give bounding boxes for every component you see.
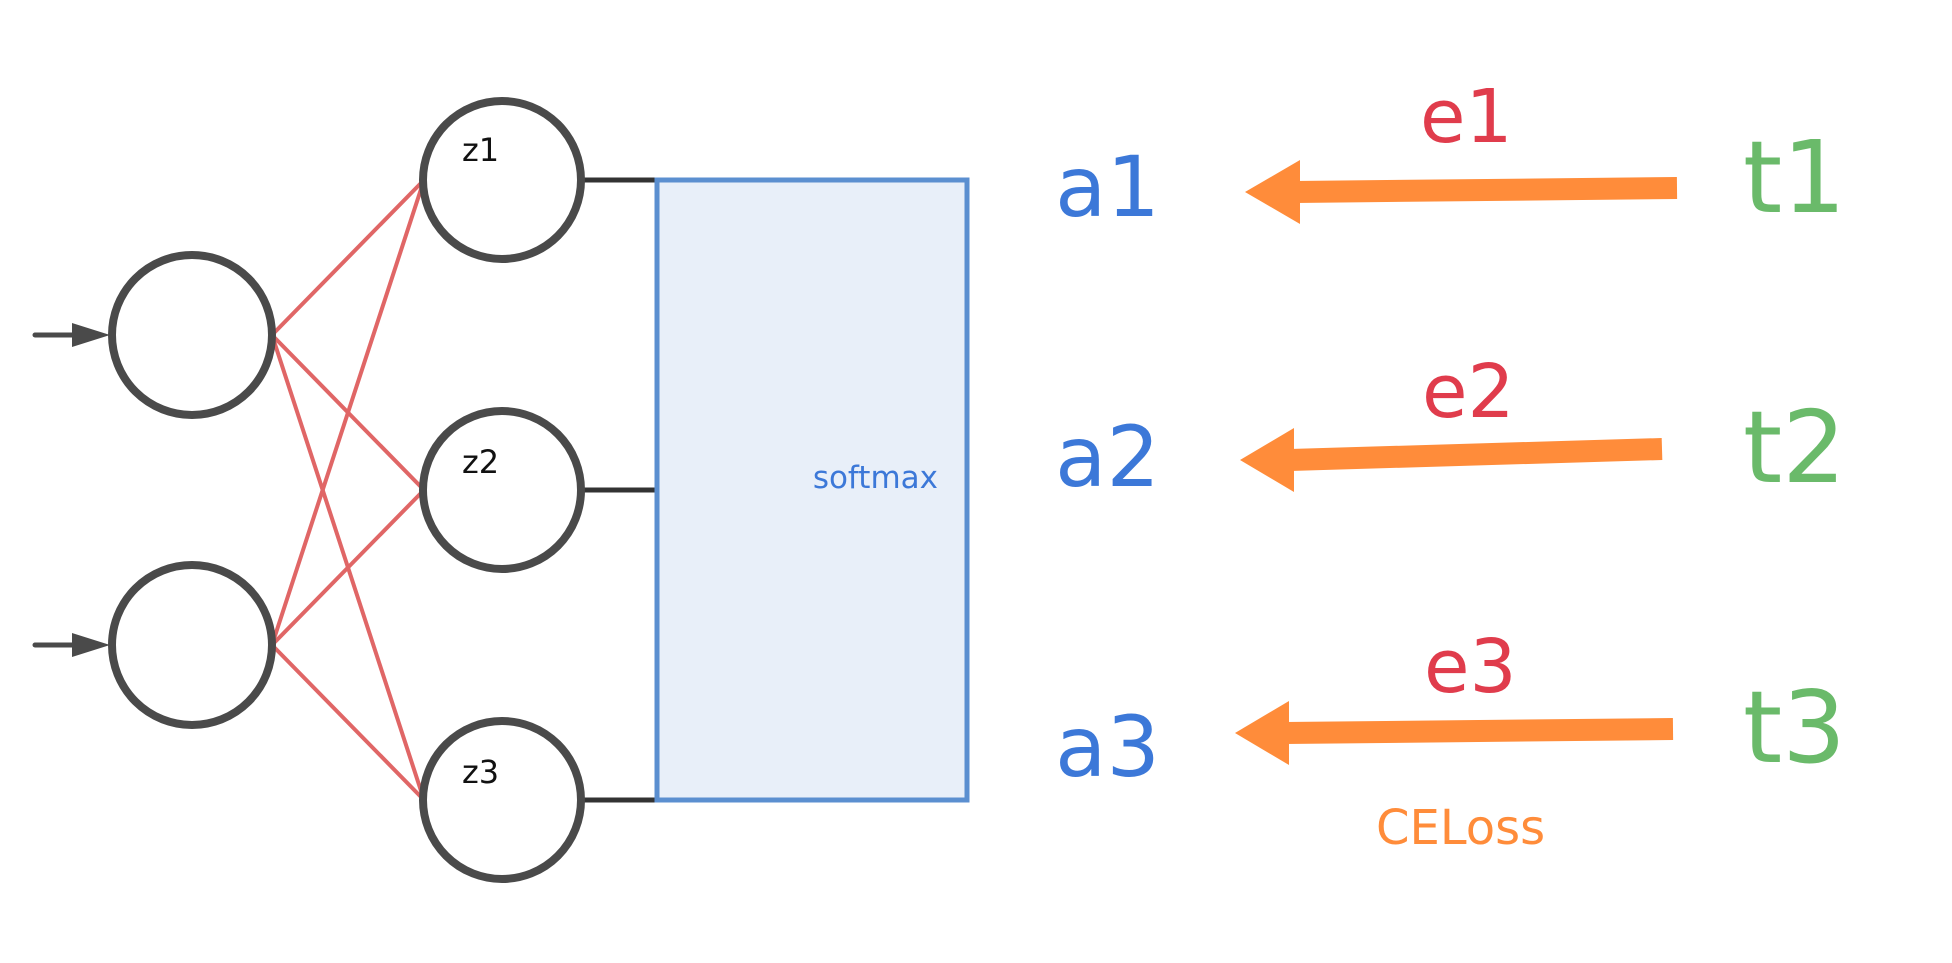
hidden-neuron-z2: z2 xyxy=(419,407,585,573)
input-arrow-2 xyxy=(32,633,110,657)
hidden-neuron-label: z3 xyxy=(462,753,499,791)
arrow-left-icon xyxy=(1245,160,1300,224)
connection-in1-z1 xyxy=(270,178,426,337)
hidden-neuron-label: z1 xyxy=(462,131,499,169)
hidden-neuron-z3: z3 xyxy=(419,717,585,883)
hidden-neuron-label: z2 xyxy=(462,443,499,481)
output-a3: a3 xyxy=(1055,698,1160,796)
input-neuron-2 xyxy=(108,561,276,729)
connection-in2-z3 xyxy=(270,643,426,802)
error-arrow-2 xyxy=(1240,428,1663,492)
output-a1: a1 xyxy=(1055,138,1160,236)
arrow-right-icon xyxy=(72,323,110,347)
error-e2: e2 xyxy=(1422,349,1515,435)
target-t2: t2 xyxy=(1743,389,1846,506)
connection-in2-z2 xyxy=(270,488,426,647)
softmax-layer: softmax xyxy=(654,177,970,803)
arrow-left-icon xyxy=(1240,428,1294,492)
target-t3: t3 xyxy=(1743,669,1846,786)
input-neuron-1 xyxy=(108,251,276,419)
error-e1: e1 xyxy=(1420,74,1513,160)
hidden-to-softmax-connectors xyxy=(581,177,657,803)
loss-label: CELoss xyxy=(1376,800,1545,856)
error-arrow-3 xyxy=(1235,701,1674,765)
error-e3: e3 xyxy=(1424,624,1517,710)
error-arrow-1 xyxy=(1245,160,1678,224)
target-t1: t1 xyxy=(1743,119,1846,236)
output-a2: a2 xyxy=(1055,408,1160,506)
arrow-left-icon xyxy=(1235,701,1289,765)
hidden-neuron-z1: z1 xyxy=(419,97,585,263)
softmax-label: softmax xyxy=(813,460,938,496)
connections xyxy=(270,178,426,802)
connection-in2-z1 xyxy=(270,179,426,646)
input-arrow-1 xyxy=(32,323,110,347)
arrow-right-icon xyxy=(72,633,110,657)
